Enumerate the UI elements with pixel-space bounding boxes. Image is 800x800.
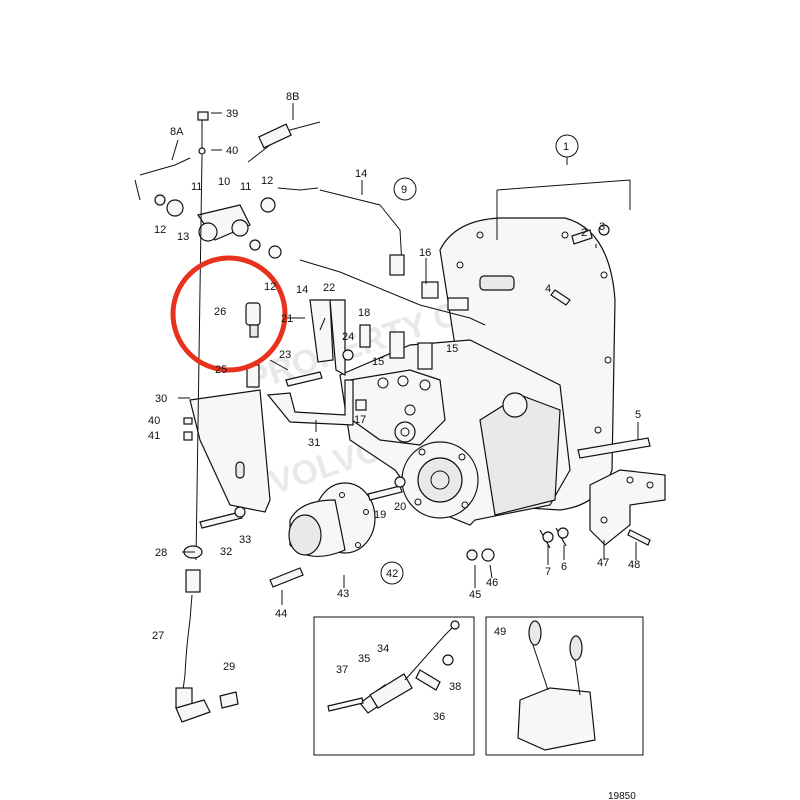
callout-6: 6 [561, 561, 567, 573]
circled-callouts [380, 134, 579, 585]
callout-4: 4 [545, 283, 551, 295]
callout-17: 17 [354, 414, 366, 426]
callout-labels: 1 2 3 4 5 6 7 8A 8B 9 10 11 11 12 12 12 … [148, 91, 641, 800]
callout-15a: 15 [372, 356, 384, 368]
callout-23: 23 [279, 349, 291, 361]
callout-28: 28 [155, 547, 167, 559]
callout-26: 26 [214, 306, 226, 318]
callout-40b: 40 [148, 415, 160, 427]
callout-48: 48 [628, 559, 640, 571]
inset-control-lever [485, 616, 644, 756]
callout-9: 9 [401, 184, 407, 196]
callout-10: 10 [218, 176, 230, 188]
callout-33: 33 [239, 534, 251, 546]
callout-22: 22 [323, 282, 335, 294]
pipe-assembly [134, 121, 486, 326]
bolts [183, 224, 651, 588]
callout-2: 2 [581, 227, 587, 239]
callout-41: 41 [148, 430, 160, 442]
callout-36: 36 [433, 711, 445, 723]
callout-44: 44 [275, 608, 287, 620]
connector-block [154, 194, 282, 259]
callout-31: 31 [308, 437, 320, 449]
bracket-47 [589, 469, 666, 546]
callout-35: 35 [358, 653, 370, 665]
callout-11b: 11 [240, 181, 251, 193]
callout-38: 38 [449, 681, 461, 693]
callout-42: 42 [386, 568, 398, 580]
callout-12c: 12 [264, 281, 276, 293]
callout-20: 20 [394, 501, 406, 513]
callout-47: 47 [597, 557, 609, 569]
callout-46: 46 [486, 577, 498, 589]
callout-27: 27 [152, 630, 164, 642]
dipstick [195, 111, 209, 561]
callout-8b: 8B [286, 91, 299, 103]
callout-19: 19 [374, 509, 386, 521]
callout-14b: 14 [296, 284, 308, 296]
callout-8a: 8A [170, 126, 184, 138]
callout-37: 37 [336, 664, 348, 676]
callout-40a: 40 [226, 145, 238, 157]
callout-3: 3 [599, 221, 605, 233]
callout-16: 16 [419, 247, 431, 259]
gearbox-body [339, 339, 571, 526]
callout-12a: 12 [154, 224, 166, 236]
callout-13: 13 [177, 231, 189, 243]
callout-49: 49 [494, 626, 506, 638]
callout-43: 43 [337, 588, 349, 600]
callout-39: 39 [226, 108, 238, 120]
callout-32: 32 [220, 546, 232, 558]
callout-7: 7 [545, 566, 551, 578]
callout-45: 45 [469, 589, 481, 601]
callout-5: 5 [635, 409, 641, 421]
callout-34: 34 [377, 643, 389, 655]
sender-26 [245, 302, 261, 388]
coupling-43 [288, 482, 376, 557]
callout-18: 18 [358, 307, 370, 319]
callout-25: 25 [215, 364, 227, 376]
inset-remote-control [313, 616, 475, 756]
callout-21: 21 [281, 313, 293, 325]
hose-27 [175, 545, 239, 723]
drawing-number: 19850 [608, 791, 636, 800]
callout-11a: 11 [191, 181, 202, 193]
callout-24: 24 [342, 331, 354, 343]
bracket-30 [189, 379, 354, 513]
leader-lines [171, 103, 639, 605]
callout-1: 1 [563, 141, 569, 153]
callout-30: 30 [155, 393, 167, 405]
bolt-5 [577, 437, 651, 459]
callout-15b: 15 [446, 343, 458, 355]
callout-29: 29 [223, 661, 235, 673]
highlight-circle [170, 255, 288, 373]
callout-14a: 14 [355, 168, 367, 180]
callout-12b: 12 [261, 175, 273, 187]
